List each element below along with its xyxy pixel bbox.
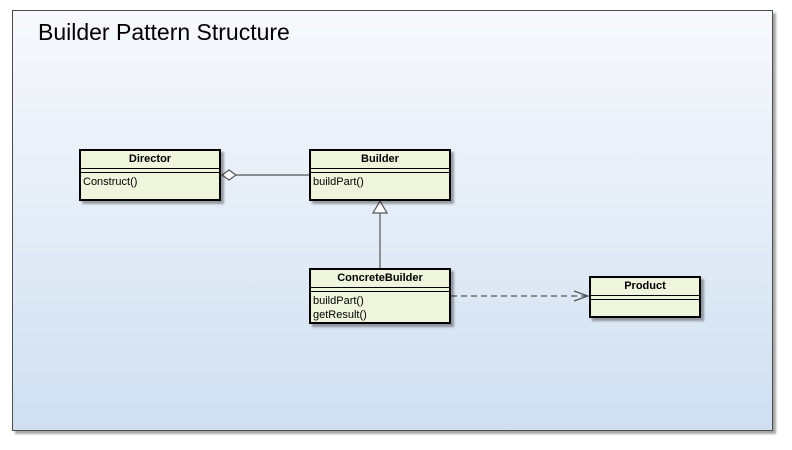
dependency-arrowhead [573,290,590,302]
class-name: Product [591,278,699,296]
attributes-compartment [81,169,219,173]
generalization-arrowhead [371,199,389,214]
diagram-title: Builder Pattern Structure [38,19,290,45]
attributes-compartment [591,296,699,300]
class-concrete-builder[interactable]: ConcreteBuilder buildPart() getResult() [309,268,451,324]
operation: buildPart() [313,176,364,188]
operations-compartment: buildPart() getResult() [311,292,449,322]
operations-compartment: Construct() [81,173,219,189]
class-name: Director [81,151,219,169]
operation: buildPart() [313,295,364,307]
class-name: Builder [311,151,449,169]
aggregation-diamond [220,169,238,181]
diagram-frame [12,10,773,431]
attributes-compartment [311,288,449,292]
class-name: ConcreteBuilder [311,270,449,288]
class-director[interactable]: Director Construct() [79,149,221,201]
class-builder[interactable]: Builder buildPart() [309,149,451,201]
attributes-compartment [311,169,449,173]
operation: Construct() [83,176,138,188]
operations-compartment: buildPart() [311,173,449,189]
operations-compartment [591,300,699,302]
class-product[interactable]: Product [589,276,701,318]
operation: getResult() [313,309,367,321]
